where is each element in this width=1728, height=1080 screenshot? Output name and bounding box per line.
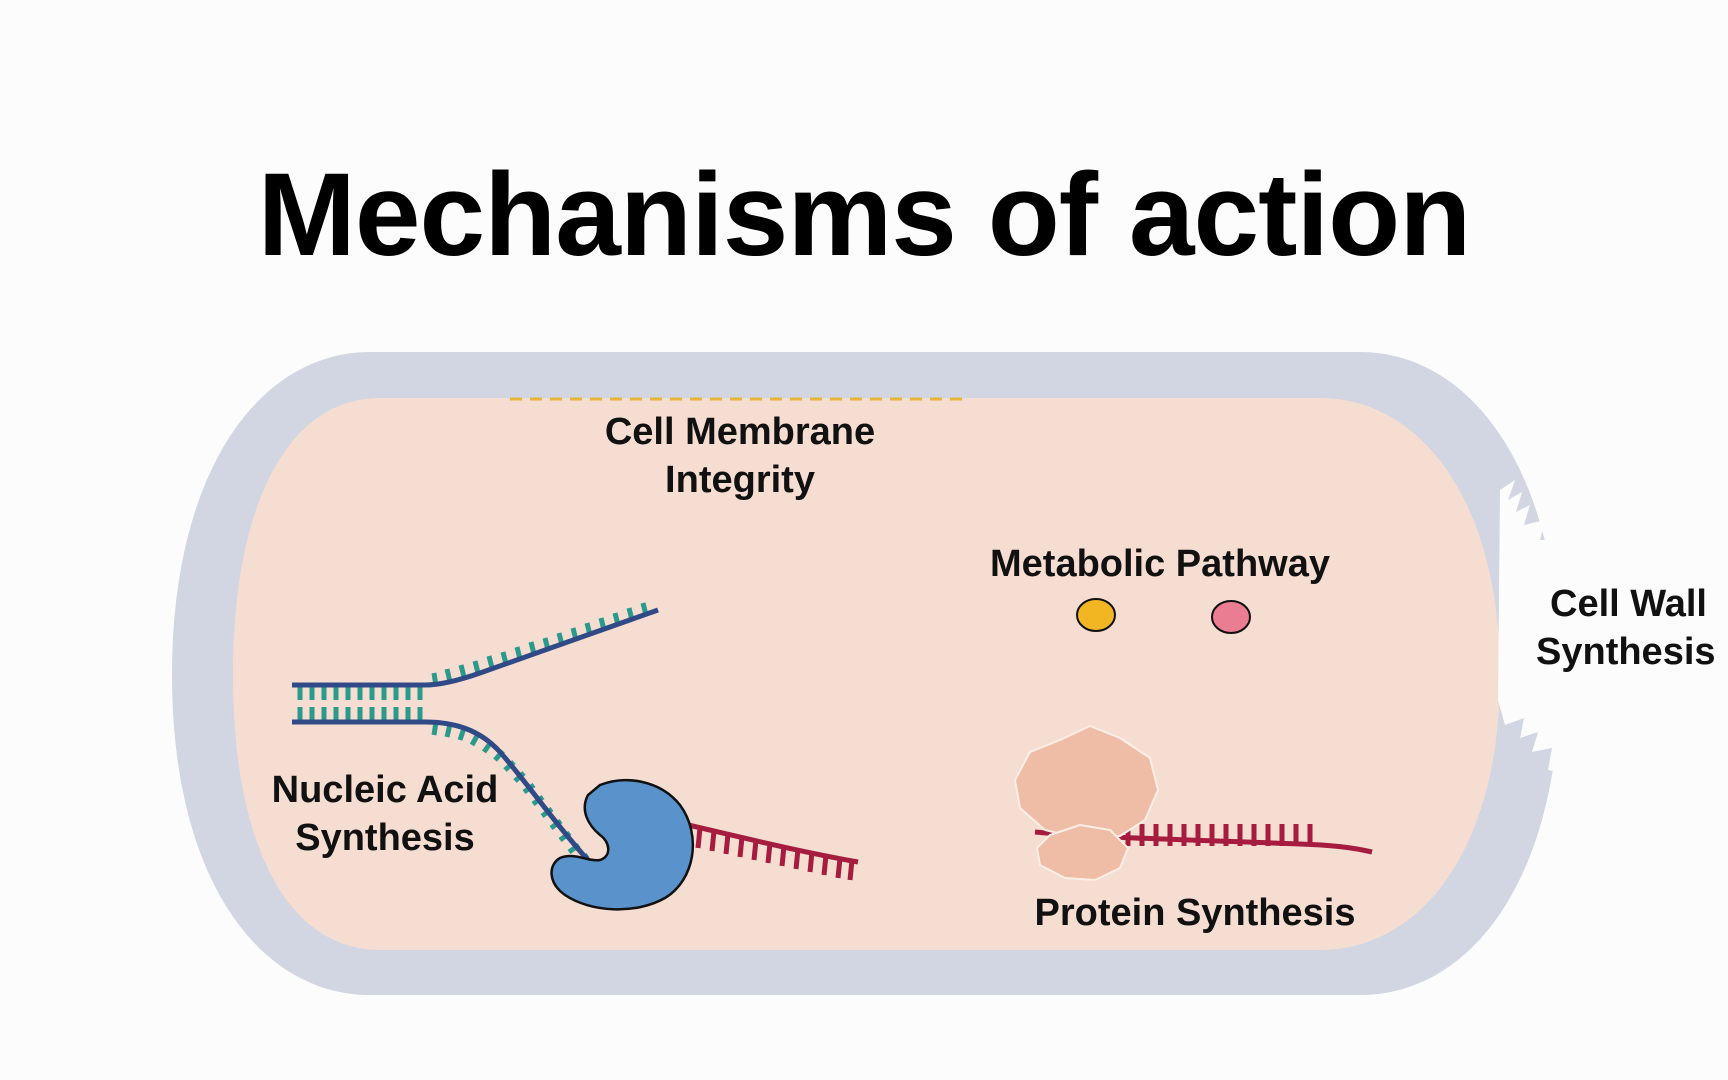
cell-wall-gap xyxy=(1498,480,1600,780)
cell-wall-label-line2: Synthesis xyxy=(1536,631,1716,673)
protein-synthesis-label-text: Protein Synthesis xyxy=(1034,892,1356,934)
nucleic-acid-label-line2: Synthesis xyxy=(295,817,475,859)
nucleic-acid-label-line1: Nucleic Acid xyxy=(271,769,499,811)
dna-strand xyxy=(292,602,659,865)
ribosome-large-subunit xyxy=(1013,724,1160,842)
nucleic-acid-label: Nucleic Acid Synthesis xyxy=(245,766,525,862)
rna-polymerase xyxy=(550,778,695,911)
mrna-strand-left xyxy=(674,819,859,881)
cell-wall-label-line1: Cell Wall xyxy=(1550,583,1707,625)
cell-membrane-label: Cell Membrane Integrity xyxy=(560,408,920,504)
metabolic-pathway-label: Metabolic Pathway xyxy=(950,540,1370,588)
cell-membrane-label-line2: Integrity xyxy=(665,459,815,501)
cell-wall-label: Cell Wall Synthesis xyxy=(1536,580,1726,676)
page-title: Mechanisms of action xyxy=(257,149,1472,281)
cell-membrane-label-line1: Cell Membrane xyxy=(604,411,876,453)
ribosome-small-subunit xyxy=(1035,823,1130,882)
metabolite-pink xyxy=(1211,600,1251,634)
metabolite-yellow xyxy=(1076,598,1116,632)
metabolic-pathway-label-text: Metabolic Pathway xyxy=(990,543,1330,585)
protein-synthesis-label: Protein Synthesis xyxy=(1000,889,1390,937)
